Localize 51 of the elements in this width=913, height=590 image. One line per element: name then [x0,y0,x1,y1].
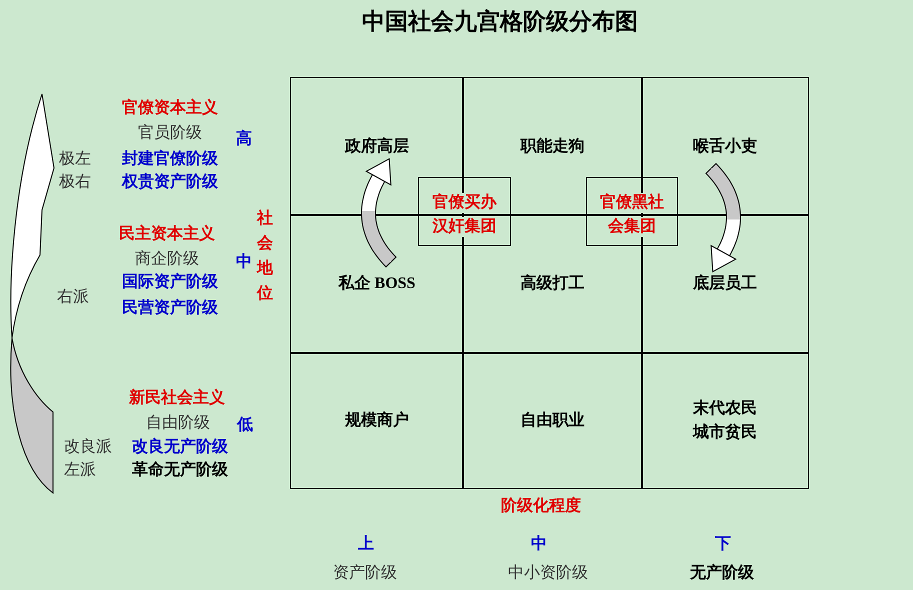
text-label: 民营资产阶级 [122,298,218,318]
grid-cell [290,77,464,216]
text-label: 左派 [64,460,96,480]
text-label: 革命无产阶级 [132,460,228,480]
level-label: 中 [531,534,547,554]
cell-text: 职能走狗 [520,136,584,156]
cell-text: 自由职业 [520,410,584,430]
text-label: 资产阶级 [333,563,397,583]
text-label: 国际资产阶级 [122,272,218,292]
text-label: 改良派 [64,437,112,457]
text-label: 中小资阶级 [508,563,588,583]
cell-text: 城市贫民 [693,422,757,442]
cell-text: 规模商户 [345,410,409,430]
level-label: 高 [236,129,252,149]
cell-text: 末代农民 [693,398,757,418]
level-label: 中 [236,252,252,272]
text-label: 改良无产阶级 [132,437,228,457]
text-label: 权贵资产阶级 [122,172,218,192]
cell-text: 喉舌小吏 [693,136,757,156]
text-label: 极左 [59,149,91,169]
group-label: 官僚黑社会集团 [599,190,665,238]
curved-arrow [361,158,397,268]
axis-title: 阶级化程度 [501,496,581,516]
text-label: 商企阶级 [135,249,199,269]
grid-cell [462,352,643,489]
group-label: 官僚买办汉奸集团 [431,190,498,238]
text-label: 右派 [57,287,89,307]
grid-cell [641,352,809,489]
level-label: 下 [715,534,731,554]
grid-cell [290,352,464,489]
group-box [586,177,678,246]
title: 中国社会九宫格阶级分布图 [362,8,638,36]
level-label: 上 [358,534,374,554]
curved-arrow [705,162,741,272]
level-label: 低 [237,415,253,435]
text-label: 封建官僚阶级 [122,149,218,169]
axis-title: 社会地位 [257,208,273,304]
heading: 新民社会主义 [129,388,225,408]
heading: 民主资本主义 [119,224,215,244]
grid-cell [641,214,809,354]
group-box [418,177,511,246]
cell-text: 高级打工 [520,273,584,294]
heading: 官僚资本主义 [122,98,218,118]
grid-cell [290,214,464,354]
text-label: 极右 [59,172,91,192]
text-label: 自由阶级 [146,413,210,433]
cell-text: 私企 BOSS [338,274,416,294]
text-label: 官员阶级 [138,123,202,143]
text-label: 无产阶级 [690,563,754,583]
cell-text: 政府高层 [345,136,409,156]
cell-text: 底层员工 [693,273,757,294]
